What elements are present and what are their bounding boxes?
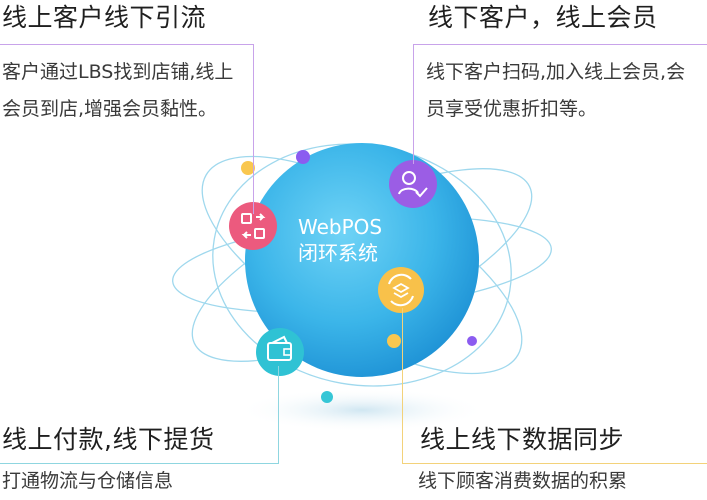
bottom-left-connector: [278, 366, 279, 464]
teal-dot: [321, 391, 333, 403]
center-label: WebPOS 闭环系统: [298, 214, 382, 266]
center-label-line1: WebPOS: [298, 215, 383, 239]
yellow-dot-lower: [387, 334, 401, 348]
wallet-icon: [256, 328, 304, 376]
bottom-right-separator: [402, 463, 707, 464]
exchange-icon: [229, 202, 277, 250]
purple-dot: [296, 150, 310, 164]
bottom-right-title: 线上线下数据同步: [420, 425, 625, 454]
purple-dot-small: [467, 336, 477, 346]
bottom-left-title: 线上付款,线下提货: [2, 425, 215, 454]
bottom-right-connector: [402, 308, 403, 464]
yellow-dot: [241, 161, 255, 175]
bottom-left-separator: [0, 463, 279, 464]
top-left-separator: [0, 44, 254, 45]
top-right-desc: 线下客户扫码,加入线上会员,会员享受优惠折扣等。: [426, 61, 686, 120]
top-left-desc: 客户通过LBS找到店铺,线上会员到店,增强会员黏性。: [2, 61, 234, 120]
bottom-right-desc: 线下顾客消费数据的积累: [418, 470, 628, 492]
center-label-line2: 闭环系统: [298, 241, 378, 265]
top-right-title: 线下客户，线上会员: [428, 3, 658, 32]
globe-shadow: [237, 388, 487, 432]
users-check-icon: [389, 160, 437, 208]
top-left-connector: [253, 44, 254, 214]
top-left-title: 线上客户线下引流: [2, 3, 207, 32]
top-right-connector: [413, 44, 414, 164]
top-right-separator: [413, 44, 707, 45]
sync-layers-icon: [378, 267, 424, 313]
bottom-left-desc: 打通物流与仓储信息: [2, 470, 174, 492]
